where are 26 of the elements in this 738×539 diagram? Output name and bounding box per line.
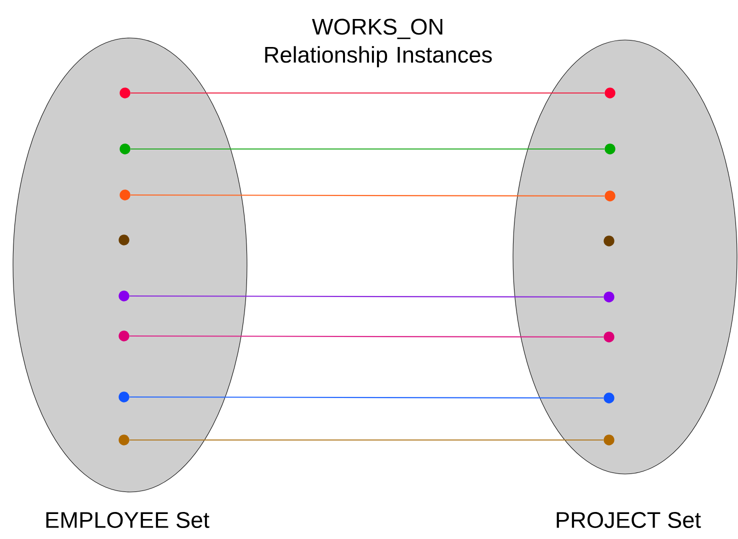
dot <box>118 434 130 446</box>
dot <box>120 88 130 98</box>
set-label: EMPLOYEE Set <box>46 512 210 528</box>
dot <box>118 234 130 246</box>
dot <box>604 88 616 98</box>
dot <box>120 144 130 154</box>
dot <box>604 434 614 446</box>
connector-line <box>130 92 604 94</box>
dot <box>118 392 130 402</box>
connector-line <box>130 439 604 441</box>
dot <box>118 290 130 302</box>
dot <box>604 392 614 404</box>
dot <box>604 236 614 246</box>
dot <box>604 144 616 154</box>
set-label: PROJECT Set <box>556 512 701 528</box>
dot <box>604 332 614 342</box>
dot <box>604 190 616 202</box>
title: WORKS_ON Relationship Instances <box>265 18 492 68</box>
connector-line <box>130 335 604 338</box>
dot <box>604 292 614 302</box>
connector-line <box>130 396 604 399</box>
dot <box>120 190 130 200</box>
connector-line <box>130 148 604 150</box>
connector-line <box>130 194 604 197</box>
connector-line <box>130 295 604 298</box>
dot <box>118 330 130 342</box>
